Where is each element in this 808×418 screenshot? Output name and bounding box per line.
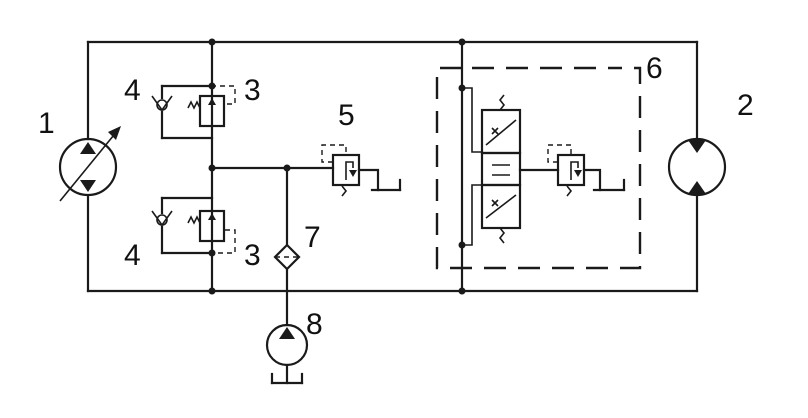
label-shuttle-block: 6 [646,52,663,85]
label-relief-bottom: 3 [244,239,261,272]
charge-relief-valve [321,144,402,197]
flushing-valve-block [435,66,642,270]
label-filter: 7 [304,221,321,254]
label-charge-pump: 8 [306,308,323,341]
main-loop [86,40,699,293]
filter-and-charge-pump [265,166,309,385]
variable-pump-icon [58,126,121,202]
label-check-top: 4 [124,74,141,107]
label-relief-top: 3 [244,74,261,107]
check-relief-top [151,84,236,140]
right-manifold-column [458,38,466,295]
left-valve-column [208,38,335,295]
label-check-bottom: 4 [124,239,141,272]
label-motor: 2 [737,89,754,122]
label-relief-charge: 5 [338,99,355,132]
spool-position-center [480,151,522,187]
hydraulic-motor-icon [667,137,727,197]
label-pump-main: 1 [38,107,55,140]
check-relief-bottom [151,196,236,255]
